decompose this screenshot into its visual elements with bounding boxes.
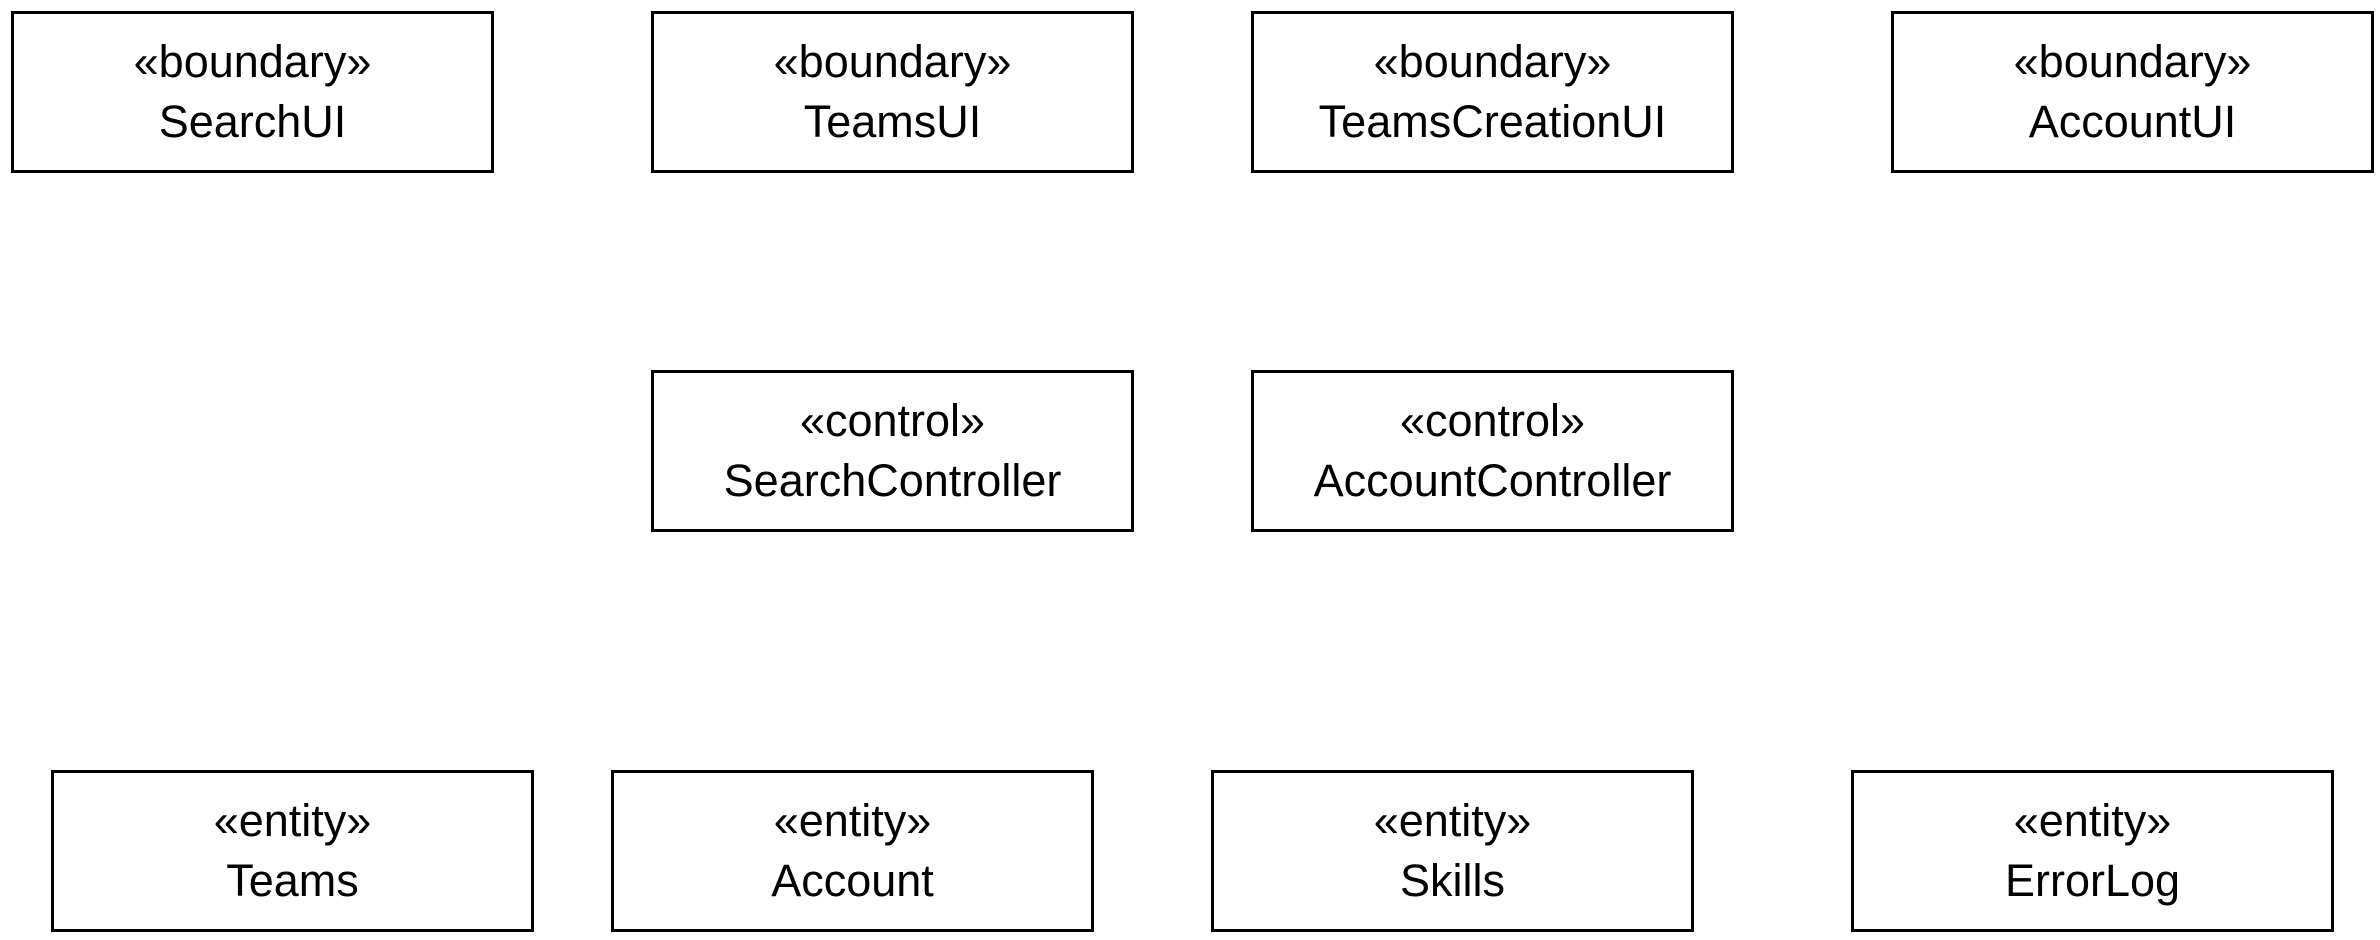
stereotype-label: «boundary» bbox=[773, 36, 1012, 87]
class-name: AccountUI bbox=[2028, 96, 2237, 147]
stereotype-label: «entity» bbox=[213, 795, 372, 846]
class-name: Skills bbox=[1399, 855, 1505, 906]
class-name: ErrorLog bbox=[2004, 855, 2181, 906]
stereotype-label: «entity» bbox=[1373, 795, 1532, 846]
class-name: SearchUI bbox=[158, 96, 347, 147]
stereotype-label: «boundary» bbox=[2013, 36, 2252, 87]
entity-class-error-log: «entity» ErrorLog bbox=[1851, 770, 2334, 932]
entity-class-account: «entity» Account bbox=[611, 770, 1094, 932]
class-name: Account bbox=[771, 855, 934, 906]
class-name: SearchController bbox=[723, 455, 1062, 506]
stereotype-label: «control» bbox=[1399, 395, 1586, 446]
control-class-account-controller: «control» AccountController bbox=[1251, 370, 1734, 532]
class-name: Teams bbox=[226, 855, 359, 906]
entity-class-teams: «entity» Teams bbox=[51, 770, 534, 932]
control-class-search-controller: «control» SearchController bbox=[651, 370, 1134, 532]
class-name: TeamsCreationUI bbox=[1318, 96, 1667, 147]
boundary-class-account-ui: «boundary» AccountUI bbox=[1891, 11, 2374, 173]
stereotype-label: «control» bbox=[799, 395, 986, 446]
stereotype-label: «boundary» bbox=[1373, 36, 1612, 87]
stereotype-label: «boundary» bbox=[133, 36, 372, 87]
boundary-class-search-ui: «boundary» SearchUI bbox=[11, 11, 494, 173]
boundary-class-teams-creation-ui: «boundary» TeamsCreationUI bbox=[1251, 11, 1734, 173]
stereotype-label: «entity» bbox=[2013, 795, 2172, 846]
entity-class-skills: «entity» Skills bbox=[1211, 770, 1694, 932]
boundary-class-teams-ui: «boundary» TeamsUI bbox=[651, 11, 1134, 173]
class-name: AccountController bbox=[1313, 455, 1672, 506]
class-name: TeamsUI bbox=[803, 96, 982, 147]
stereotype-label: «entity» bbox=[773, 795, 932, 846]
